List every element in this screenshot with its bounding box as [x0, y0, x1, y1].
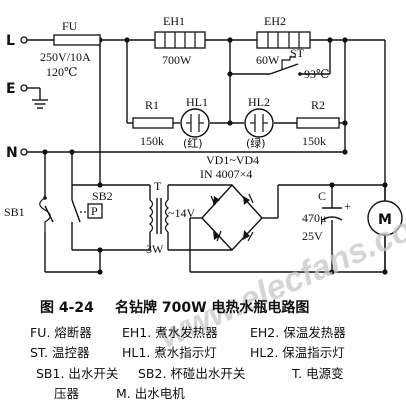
svg-text:120℃: 120℃: [46, 65, 77, 79]
svg-text:700W: 700W: [162, 53, 192, 67]
heater-eh2: EH2 60W: [256, 14, 311, 67]
legend-m: M. 出水电机: [116, 386, 185, 401]
thermostat-st: ST 93℃: [269, 46, 329, 81]
legend-eh1: EH1. 煮水发热器: [122, 325, 218, 340]
svg-text:E: E: [6, 81, 16, 97]
svg-text:470μ: 470μ: [302, 211, 326, 225]
switch-sb2: P SB2: [71, 185, 113, 230]
svg-text:FU: FU: [62, 19, 78, 33]
svg-text:3W: 3W: [146, 242, 164, 256]
svg-text:C: C: [318, 189, 326, 203]
svg-text:EH2: EH2: [264, 14, 286, 28]
capacitor-c: C 470μ 25V +: [302, 189, 351, 243]
resistor-r2: R2 150k: [296, 98, 340, 148]
svg-text:R1: R1: [145, 98, 159, 112]
lamp-hl1: HL1 (红): [180, 95, 210, 150]
svg-text:+: +: [344, 199, 351, 213]
svg-text:P: P: [91, 204, 98, 218]
node-l: L: [6, 33, 28, 49]
legend-sb2: SB2. 杯碰出水开关: [138, 366, 245, 381]
svg-text:EH1: EH1: [163, 14, 185, 28]
svg-text:SB2: SB2: [92, 189, 113, 203]
wires: [24, 39, 386, 273]
svg-text:SB1: SB1: [4, 205, 25, 219]
svg-text:VD1~VD4: VD1~VD4: [206, 153, 259, 167]
figure-caption: 图 4-24 名钻牌 700W 电热水瓶电路图: [40, 299, 309, 316]
legend: FU. 熔断器 EH1. 煮水发热器 EH2. 保温发热器 ST. 温控器 HL…: [30, 325, 346, 401]
svg-text:93℃: 93℃: [304, 67, 329, 81]
svg-text:150k: 150k: [302, 134, 326, 148]
transformer-t: T ~14V 3W: [146, 179, 195, 256]
svg-text:HL2: HL2: [248, 95, 270, 109]
switch-sb1: SB1: [4, 196, 54, 232]
svg-text:ST: ST: [290, 46, 305, 60]
node-n: N: [6, 145, 28, 161]
diode-vd3: [213, 230, 222, 242]
svg-text:(红): (红): [183, 137, 203, 150]
svg-text:L: L: [6, 33, 15, 49]
junction-dots: [42, 37, 388, 275]
legend-hl2: HL2. 保温指示灯: [250, 345, 345, 360]
legend-hl1: HL1. 煮水指示灯: [122, 345, 217, 360]
legend-t: T. 电源变: [291, 366, 344, 381]
svg-text:IN 4007×4: IN 4007×4: [200, 167, 252, 181]
svg-text:~14V: ~14V: [168, 206, 195, 220]
diode-vd4: [210, 195, 220, 206]
svg-text:R2: R2: [311, 98, 325, 112]
svg-text:HL1: HL1: [186, 95, 208, 109]
svg-text:250V/10A: 250V/10A: [40, 50, 91, 64]
svg-text:M: M: [378, 212, 392, 228]
legend-sb1: SB1. 出水开关: [36, 366, 118, 381]
fuse-fu: FU 250V/10A 120℃: [40, 19, 101, 79]
legend-fu: FU. 熔断器: [30, 325, 92, 340]
svg-text:150k: 150k: [140, 134, 164, 148]
diode-vd2: [243, 230, 254, 242]
svg-text:T: T: [154, 179, 162, 193]
bridge-rectifier: VD1~VD4 IN 4007×4: [200, 153, 263, 252]
resistor-r1: R1 150k: [132, 98, 174, 148]
heater-eh1: EH1 700W: [154, 14, 206, 67]
node-e: E: [6, 81, 28, 97]
figure-title: 名钻牌 700W 电热水瓶电路图: [115, 299, 309, 316]
svg-text:N: N: [6, 145, 18, 161]
svg-text:(绿): (绿): [246, 136, 266, 150]
legend-st: ST. 温控器: [30, 345, 90, 360]
svg-text:25V: 25V: [302, 229, 323, 243]
motor-m: M: [367, 200, 403, 236]
lamp-hl2: HL2 (绿): [244, 95, 274, 150]
legend-eh2: EH2. 保温发热器: [250, 325, 346, 340]
diode-vd1: [243, 193, 254, 205]
figure-number: 图 4-24: [40, 300, 94, 316]
svg-text:60W: 60W: [256, 53, 280, 67]
legend-t-cont: 压器: [54, 386, 80, 401]
